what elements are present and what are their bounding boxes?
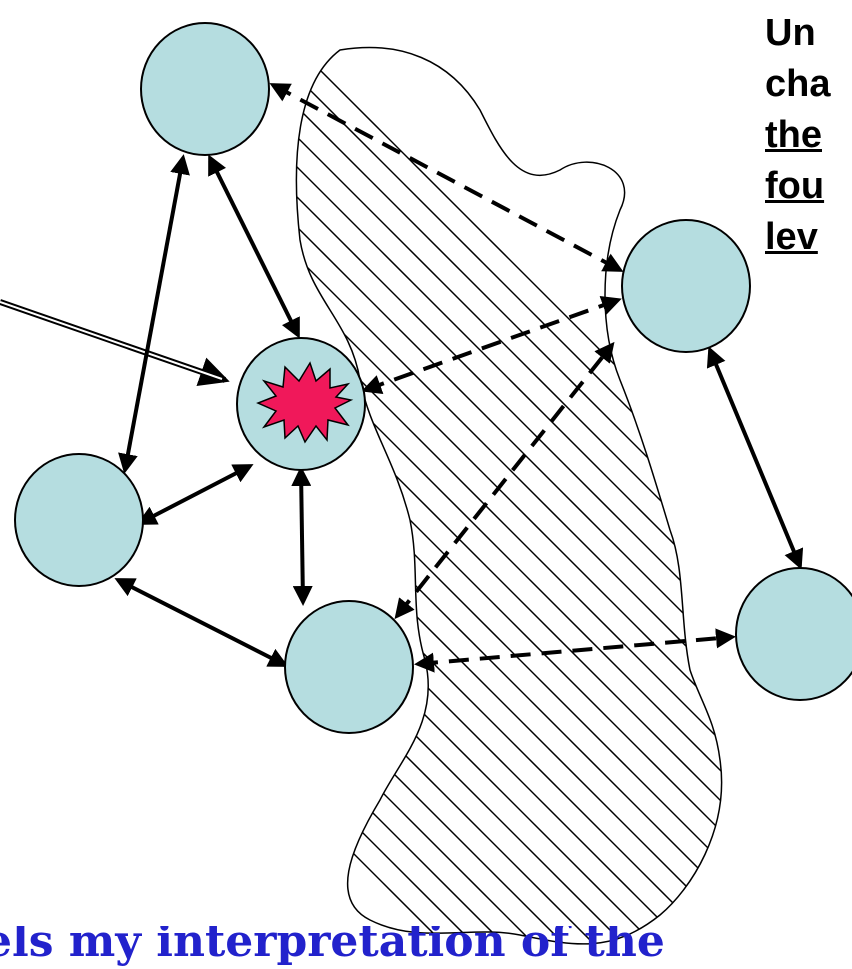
caption-text: els my interpretation of the [0, 926, 665, 967]
link-righttop-rightbottom [706, 346, 804, 570]
annotation-text: Un cha the fou lev [765, 8, 830, 263]
annotation-line-5: lev [765, 216, 818, 258]
dashed-links [269, 83, 736, 673]
node-top-left [140, 22, 270, 156]
link-left-center [136, 464, 254, 525]
link-left-bottom [114, 578, 289, 667]
link-center-righttop [361, 295, 622, 395]
link-topleft-left [118, 154, 190, 474]
link-bottom-righttop [394, 341, 615, 620]
link-topleft-righttop [269, 83, 624, 272]
node-left [14, 453, 144, 587]
link-bottom-rightbottom [414, 628, 736, 673]
annotation-line-1: Un [765, 12, 816, 54]
link-center-bottom [291, 466, 313, 606]
starburst-icon [256, 361, 354, 444]
node-right-bottom [735, 567, 852, 701]
annotation-line-2: cha [765, 63, 831, 105]
solid-links [114, 154, 804, 667]
incoming-pointer [0, 299, 230, 386]
annotation-line-3: the [765, 114, 822, 156]
nodes [14, 22, 852, 734]
annotation-line-4: fou [765, 165, 825, 207]
node-bottom-center [284, 600, 414, 734]
caption: els my interpretation of the [0, 926, 852, 969]
link-topleft-center [208, 154, 300, 339]
node-right-top [621, 219, 751, 353]
